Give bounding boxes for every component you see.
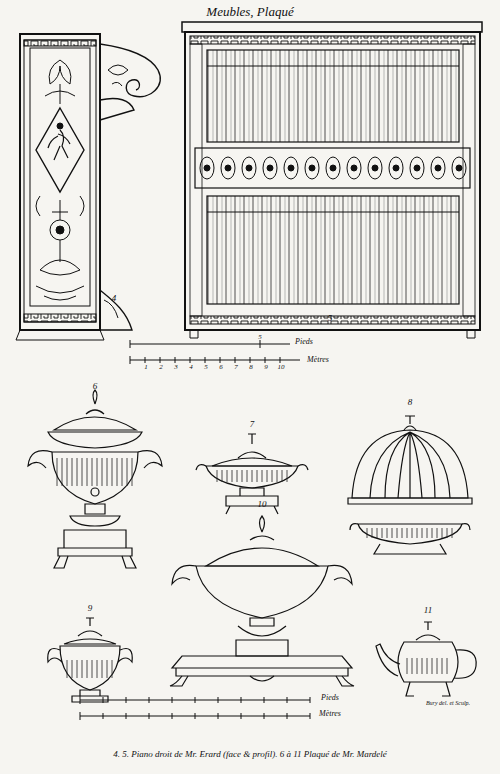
scale-number: 5	[258, 334, 262, 341]
scale-unit: Mètres	[319, 710, 341, 718]
scale-unit: Pieds	[295, 338, 313, 346]
large-tureen	[170, 516, 354, 686]
figure-number: 6	[93, 382, 98, 391]
scale-number: 4	[189, 364, 193, 371]
figure-number: 7	[250, 420, 255, 429]
covered-dish	[196, 434, 308, 514]
scale-unit: Pieds	[321, 694, 339, 702]
scale-number: 6	[219, 364, 223, 371]
scale-unit: Mètres	[307, 356, 329, 364]
scale-number: 5	[204, 364, 208, 371]
figure-number: 10	[258, 500, 267, 509]
engraver-signature: Bury del. et Sculp.	[426, 700, 470, 706]
figure-number: 4	[112, 294, 117, 303]
piano-side	[16, 34, 104, 340]
scale-number: 9	[264, 364, 268, 371]
cloche-dish	[348, 416, 472, 554]
piano-profile	[100, 44, 160, 330]
teapot	[376, 622, 476, 696]
scale-number: 8	[249, 364, 253, 371]
sugar-bowl	[48, 618, 133, 702]
figure-number: 11	[424, 606, 432, 615]
scale-number: 3	[174, 364, 178, 371]
figure-number: 9	[88, 604, 93, 613]
figure-number: 8	[408, 398, 413, 407]
plate-caption: 4. 5. Piano droit de Mr. Erard (face & p…	[113, 750, 387, 759]
scale-number: 1	[144, 364, 148, 371]
tureen	[28, 390, 162, 568]
scale-number: 10	[278, 364, 285, 371]
plate-title: Meubles, Plaqué	[206, 5, 293, 18]
piano-front	[182, 22, 482, 338]
figure-number: 5	[328, 314, 333, 323]
scale-number: 2	[159, 364, 163, 371]
scale-number: 7	[234, 364, 238, 371]
